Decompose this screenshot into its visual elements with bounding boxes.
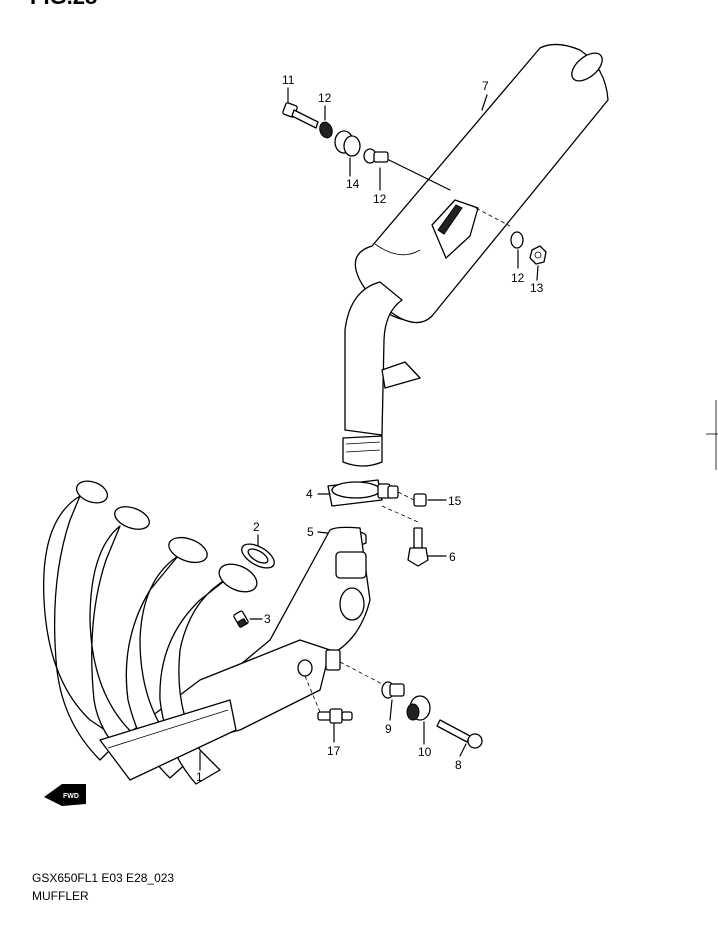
clamp-part-4[interactable] (327, 479, 399, 507)
callout-7: 7 (482, 79, 489, 93)
callout-8: 8 (455, 758, 462, 772)
callout-12-upper: 12 (318, 91, 332, 105)
callout-17: 17 (327, 744, 341, 758)
callout-16: 15 (448, 494, 462, 508)
model-code: GSX650FL1 E03 E28_023 (32, 871, 174, 885)
figure-title: FIG.28 (30, 0, 97, 9)
callout-13: 12 (373, 192, 387, 206)
callout-1: 1 (196, 770, 203, 784)
exhaust-pipe-part-1[interactable] (42, 477, 371, 785)
callout-10: 10 (418, 745, 432, 759)
section-name: MUFFLER (32, 889, 89, 903)
callout-2: 2 (253, 520, 260, 534)
sensor-part-17[interactable] (304, 675, 353, 724)
damper-part-14[interactable] (334, 130, 361, 157)
washer-part-12-lower[interactable] (510, 231, 524, 249)
muffler-part-7[interactable] (342, 43, 609, 467)
nut-part-15[interactable] (529, 245, 547, 265)
spacer-part-13[interactable] (363, 148, 389, 164)
callout-9: 9 (385, 722, 392, 736)
bolt-part-6[interactable] (381, 505, 429, 567)
callout-12-lower: 12 (511, 271, 525, 285)
damper-part-10[interactable] (406, 695, 431, 721)
nut-part-16[interactable] (397, 491, 427, 507)
bolt-part-8[interactable] (436, 719, 483, 749)
callout-6: 6 (449, 550, 456, 564)
forward-direction-arrow: FWD (44, 784, 86, 806)
nut-part-3[interactable] (233, 610, 249, 628)
callout-5: 5 (307, 525, 314, 539)
fwd-label: FWD (63, 793, 79, 800)
washer-part-12-upper[interactable] (318, 120, 335, 139)
callout-3: 3 (264, 612, 271, 626)
bolt-part-11[interactable] (282, 102, 319, 129)
callout-14: 14 (346, 177, 360, 191)
gasket-part-2[interactable] (238, 539, 278, 573)
callout-11: 11 (282, 73, 295, 87)
spacer-part-9[interactable] (339, 661, 405, 699)
callout-4: 4 (306, 487, 313, 501)
callout-15: 13 (530, 281, 544, 295)
